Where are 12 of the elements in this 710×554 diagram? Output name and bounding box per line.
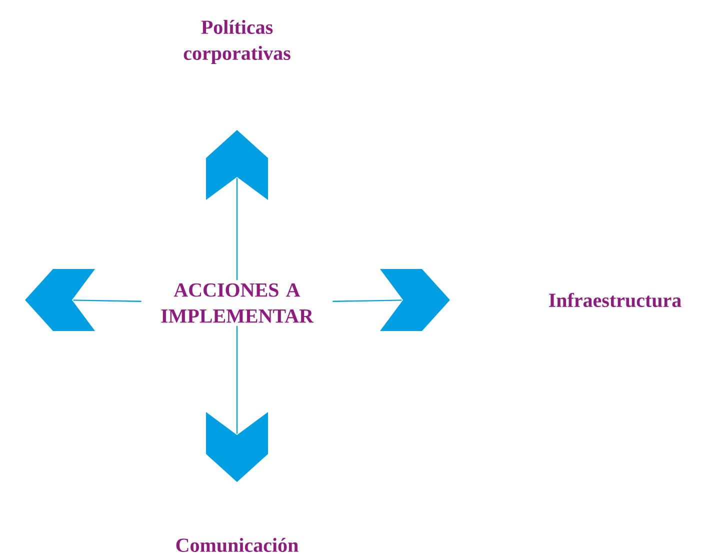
chevron-shape xyxy=(380,269,450,331)
connector-line xyxy=(332,300,402,302)
connector-line xyxy=(73,300,142,302)
node-label: Políticas corporativas xyxy=(184,20,290,64)
node-label: ACCIONES A IMPLEMENTAR xyxy=(161,283,314,323)
connector-line xyxy=(236,326,238,434)
connector-line xyxy=(236,178,238,280)
node-label: Comunicación xyxy=(176,538,298,552)
label: Infraestructura xyxy=(549,292,682,308)
chevron-shape xyxy=(25,269,95,331)
chevron-shape xyxy=(206,412,268,482)
chevron-shape xyxy=(206,130,268,200)
